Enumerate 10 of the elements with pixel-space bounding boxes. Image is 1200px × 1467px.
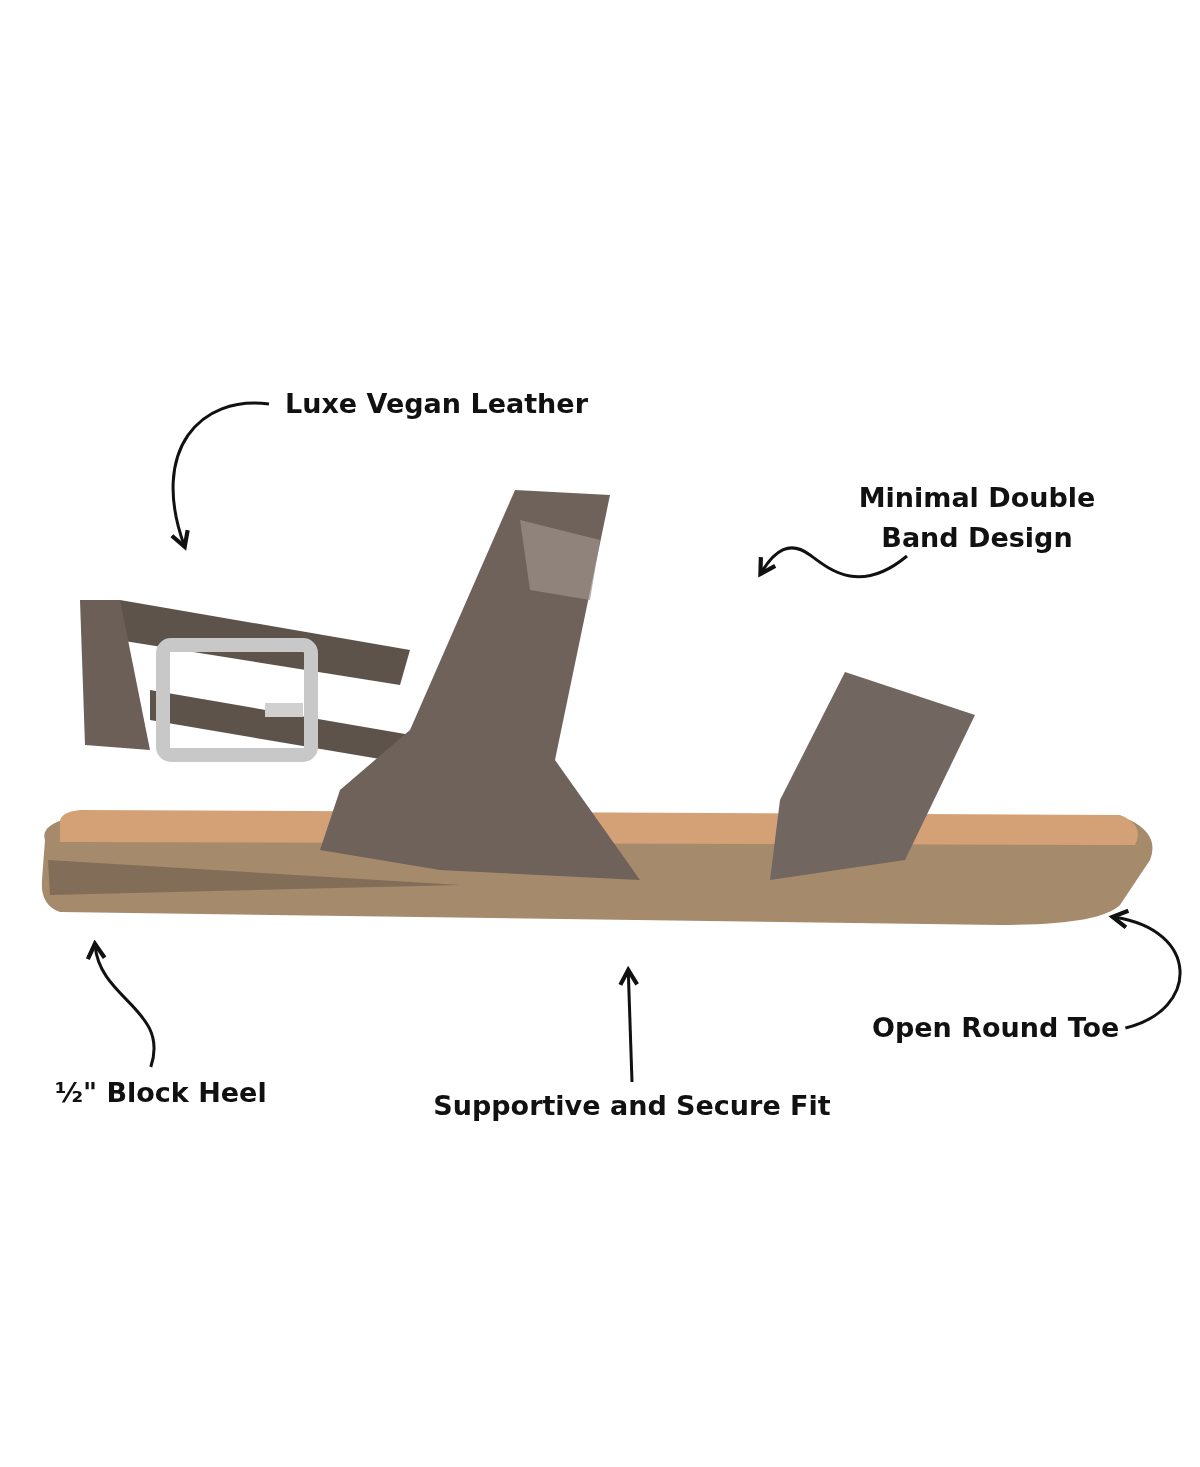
curved-arrow bbox=[87, 941, 156, 1068]
callout-label: Supportive and Secure Fit bbox=[433, 1086, 831, 1126]
callout-label: Luxe Vegan Leather bbox=[285, 384, 588, 424]
curved-arrow bbox=[1110, 909, 1182, 1030]
callout-label: Minimal Double Band Design bbox=[847, 478, 1107, 558]
curved-arrow bbox=[170, 401, 270, 549]
curved-arrow bbox=[618, 967, 640, 1083]
callout-label: ½" Block Heel bbox=[55, 1073, 267, 1113]
callout-label: Open Round Toe bbox=[872, 1008, 1120, 1048]
curved-arrow bbox=[758, 546, 908, 579]
